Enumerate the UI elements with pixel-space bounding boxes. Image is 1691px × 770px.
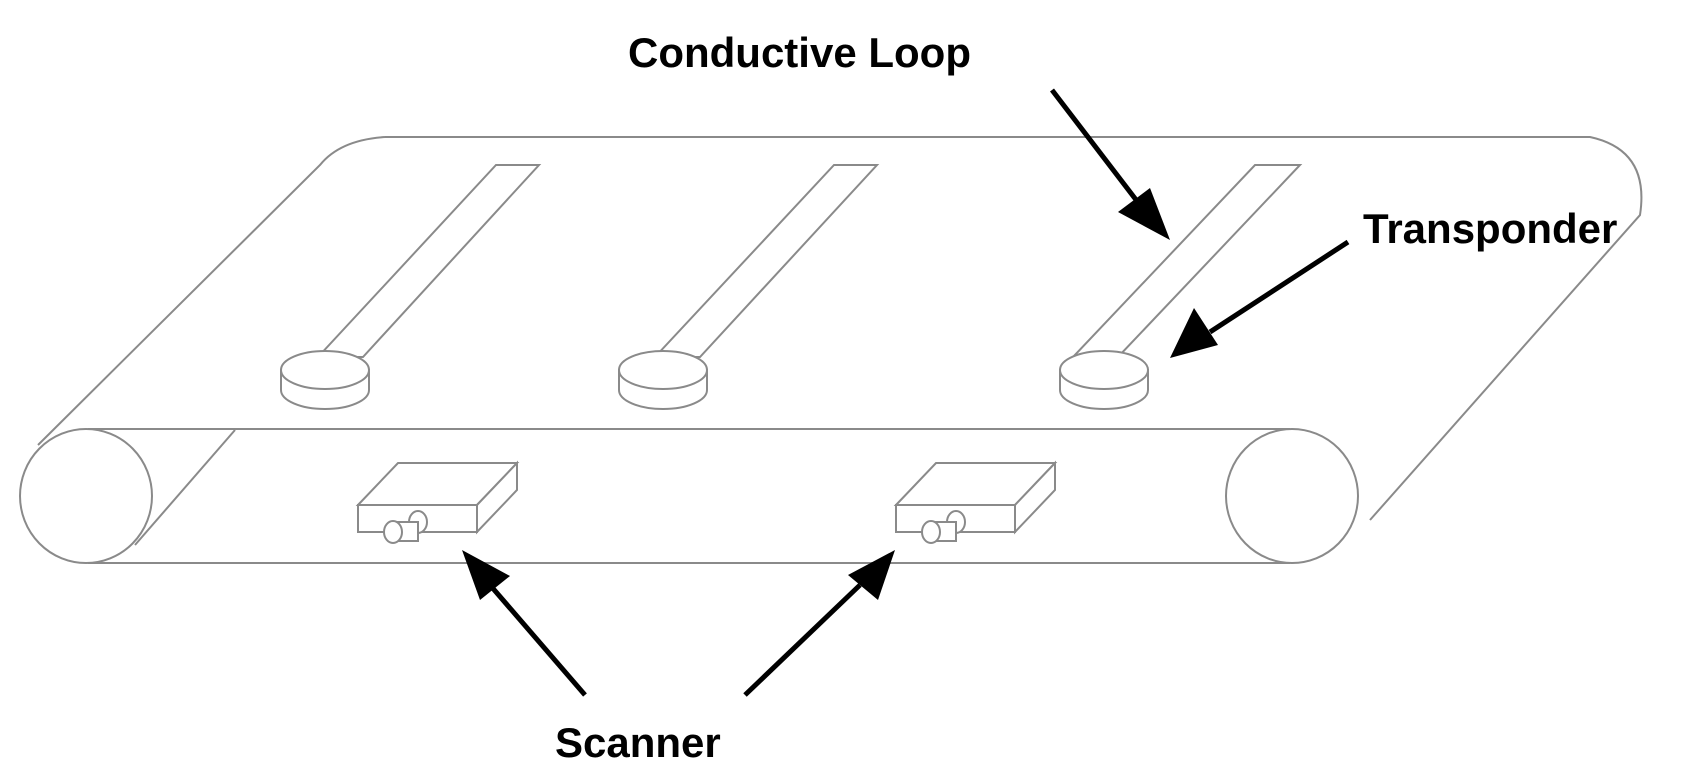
arrow-transponder bbox=[1170, 239, 1350, 358]
left-roller bbox=[19, 428, 153, 564]
scanner-label: Scanner bbox=[555, 719, 721, 766]
conveyor-belt bbox=[37, 136, 1643, 564]
scanner-box-1 bbox=[355, 460, 520, 544]
transponder-disc-1 bbox=[280, 350, 370, 410]
scanner-box-2 bbox=[893, 460, 1058, 544]
conductive-loop-1 bbox=[315, 164, 542, 358]
belt-inner-edge bbox=[134, 429, 236, 546]
transponder-disc-2 bbox=[618, 350, 708, 410]
arrow-conductive-loop bbox=[1050, 88, 1170, 240]
right-roller bbox=[1225, 428, 1359, 564]
conductive-loop-label: Conductive Loop bbox=[628, 29, 971, 76]
arrow-scanner-1 bbox=[462, 550, 587, 697]
transponder-label: Transponder bbox=[1363, 205, 1618, 252]
arrow-scanner-2 bbox=[743, 550, 895, 697]
transponder-disc-3 bbox=[1059, 350, 1149, 410]
conductive-loop-2 bbox=[652, 164, 880, 358]
belt-top-edge bbox=[385, 136, 1643, 521]
belt-left-edge bbox=[37, 136, 386, 446]
